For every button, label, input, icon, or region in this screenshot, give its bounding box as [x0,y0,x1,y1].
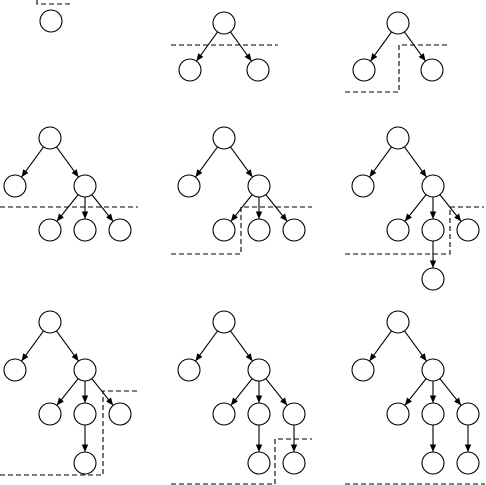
tree-node [422,403,444,425]
tree-node [422,175,444,197]
tree-panel-p6 [345,127,484,290]
edge-arrow [56,147,78,177]
edge-arrow [231,379,252,405]
tree-node [74,452,96,474]
edge-arrow [266,379,287,405]
tree-panel-p8 [171,311,312,484]
edge-arrow [370,147,392,177]
tree-node [74,175,96,197]
tree-node [247,59,269,81]
edge-arrow [370,331,392,361]
tree-node [213,311,235,333]
tree-node [248,175,270,197]
tree-node [457,403,479,425]
tree-panel-p7 [0,311,138,475]
tree-node [387,12,409,34]
tree-node [283,403,305,425]
tree-node [39,219,61,241]
edge-arrow [404,331,426,361]
tree-node [422,219,444,241]
tree-node [39,311,61,333]
edge-arrow [196,147,218,177]
tree-node [213,12,235,34]
edge-arrow [230,331,252,361]
tree-panel-p3 [345,12,450,92]
edge-arrow [57,195,78,221]
tree-node [457,219,479,241]
tree-node [213,219,235,241]
edge-arrow [404,147,426,177]
tree-node [179,59,201,81]
dashed-frontier-line [37,0,69,4]
edge-arrow [197,32,218,61]
tree-panel-p2 [171,12,278,81]
tree-node [422,359,444,381]
edge-arrow [405,379,426,405]
tree-node [178,359,200,381]
tree-node [74,403,96,425]
tree-node [422,268,444,290]
tree-node [248,359,270,381]
tree-panel-p5 [171,127,312,254]
tree-node [74,219,96,241]
edge-arrow [405,195,426,221]
edge-arrow [22,147,44,177]
tree-node [40,10,62,32]
edge-arrow [440,195,461,221]
tree-node [387,311,409,333]
tree-node [248,219,270,241]
tree-node [387,127,409,149]
tree-panel-p1 [37,0,69,32]
tree-node [109,403,131,425]
tree-node [352,359,374,381]
tree-node [352,175,374,197]
edge-arrow [92,195,113,221]
edge-arrow [371,32,392,61]
edge-arrow [440,379,461,405]
tree-node [178,175,200,197]
tree-panel-p9 [345,311,485,484]
tree-node [353,59,375,81]
tree-node [213,127,235,149]
edge-arrow [196,331,218,361]
tree-node [213,403,235,425]
tree-node [39,127,61,149]
tree-node [422,452,444,474]
edge-arrow [230,32,251,61]
tree-panel-p4 [0,127,138,241]
tree-node [248,452,270,474]
edge-arrow [57,379,78,405]
edge-arrow [230,147,252,177]
edge-arrow [22,331,44,361]
tree-node [387,403,409,425]
edge-arrow [92,379,113,405]
tree-node [248,403,270,425]
tree-node [109,219,131,241]
edge-arrow [231,195,252,221]
tree-node [387,219,409,241]
tree-node [74,359,96,381]
tree-node [4,175,26,197]
edge-arrow [404,32,425,61]
edge-arrow [56,331,78,361]
tree-node [39,403,61,425]
tree-node [283,219,305,241]
tree-node [283,452,305,474]
tree-node [457,452,479,474]
tree-node [4,359,26,381]
edge-arrow [266,195,287,221]
tree-node [421,59,443,81]
